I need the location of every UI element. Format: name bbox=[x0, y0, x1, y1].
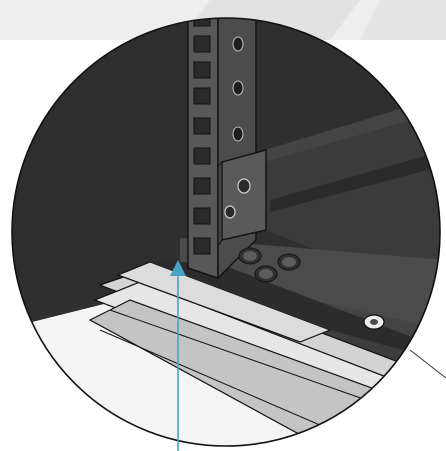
floor-bolt-icon bbox=[277, 253, 301, 271]
floor-bolt-icon bbox=[254, 265, 278, 283]
floor-bolt-icon bbox=[238, 247, 262, 265]
mounting-bracket bbox=[217, 149, 267, 248]
floor-bolts bbox=[238, 247, 385, 330]
post-round-holes bbox=[232, 36, 244, 142]
floor-screw-icon bbox=[363, 314, 385, 330]
magnifier-outline bbox=[11, 17, 441, 447]
bracket-bolt-icon bbox=[237, 178, 251, 194]
post-square-holes bbox=[193, 18, 211, 255]
leader-line bbox=[409, 349, 446, 379]
